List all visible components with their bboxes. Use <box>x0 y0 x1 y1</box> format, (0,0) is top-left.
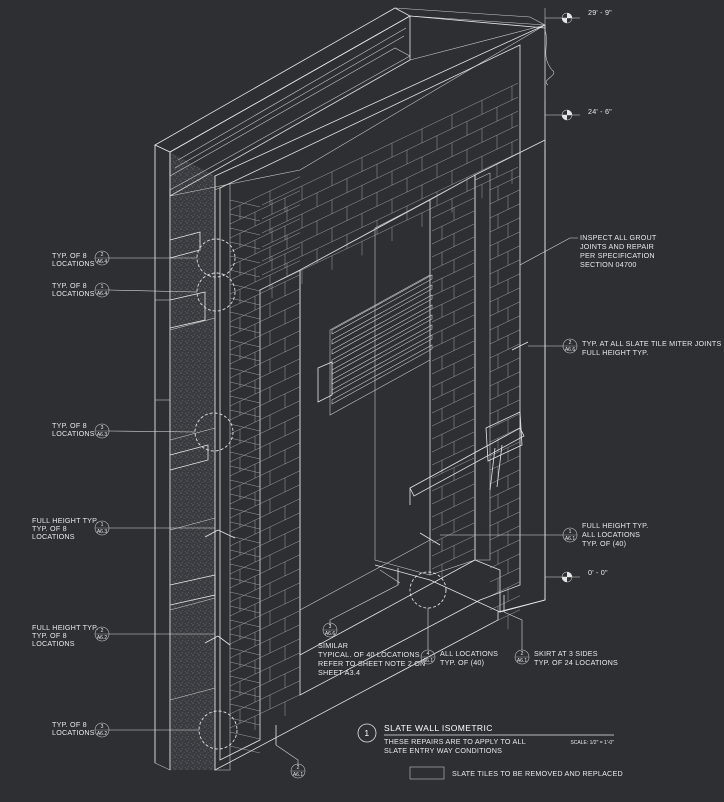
skirt-line1: SKIRT AT 3 SIDES <box>534 649 598 658</box>
callout-1-line1: TYP. OF 8 <box>52 251 87 260</box>
skirt-num: 2 <box>521 651 524 657</box>
callout-4-line1: FULL HEIGHT TYP. <box>32 516 98 525</box>
left-callouts: TYP. OF 8 LOCATIONS 2 A6.4 TYP. OF 8 LOC… <box>32 250 215 738</box>
louver-fixture <box>317 274 433 416</box>
callout-2-line2: LOCATIONS <box>52 289 95 298</box>
callout-6-line1: TYP. OF 8 <box>52 720 87 729</box>
legend-text: SLATE TILES TO BE REMOVED AND REPLACED <box>452 769 623 778</box>
callout-6-num: 3 <box>101 724 104 730</box>
callout-3-line2: LOCATIONS <box>52 429 95 438</box>
all-loc-sheet: A6.1 <box>423 658 434 664</box>
left-edge-details <box>155 231 216 701</box>
callout-5-sheet: A6.2 <box>97 635 108 641</box>
elevation-markers: 29' - 9" 24' - 6" 0' - 0" <box>544 8 612 583</box>
callout-4-line3: LOCATIONS <box>32 532 75 541</box>
callout-5-line3: LOCATIONS <box>32 639 75 648</box>
slate-tile-courses <box>229 82 521 754</box>
similar-sheet: A6.6 <box>325 631 336 637</box>
grout-note-line2: JOINTS AND REPAIR <box>580 242 654 251</box>
elevation-top-label: 29' - 9" <box>588 8 612 17</box>
grout-note-line3: PER SPECIFICATION <box>580 251 655 260</box>
joint-ticks <box>204 341 529 745</box>
all-loc-line2: TYP. OF (40) <box>440 658 484 667</box>
bottom-tag-sheet: A6.1 <box>293 772 304 778</box>
right-notes: INSPECT ALL GROUT JOINTS AND REPAIR PER … <box>440 233 721 548</box>
similar-num: 3 <box>329 624 332 630</box>
callout-3-num: 3 <box>101 425 104 431</box>
bottom-callouts: 3 A6.6 SIMILAR TYPICAL. OF 40 LOCATIONS … <box>275 584 618 779</box>
detail-circles <box>194 238 447 750</box>
miter-sheet: A6.6 <box>565 347 576 353</box>
callout-2-line1: TYP. OF 8 <box>52 281 87 290</box>
callout-3-sheet: A6.3 <box>97 432 108 438</box>
legend: SLATE TILES TO BE REMOVED AND REPLACED <box>409 766 623 780</box>
callout-1-num: 2 <box>101 252 104 258</box>
fh-right-num: 1 <box>569 529 572 535</box>
title-number: 1 <box>364 728 369 738</box>
all-loc-line1: ALL LOCATIONS <box>440 649 498 658</box>
callout-1-line2: LOCATIONS <box>52 259 95 268</box>
fh-right-line3: TYP. OF (40) <box>582 539 626 548</box>
callout-5-line2: TYP. OF 8 <box>32 631 67 640</box>
similar-line2: TYPICAL. OF 40 LOCATIONS <box>318 650 420 659</box>
title-block: 1 SLATE WALL ISOMETRIC THESE REPAIRS ARE… <box>357 723 614 755</box>
callout-5-line1: FULL HEIGHT TYP. <box>32 623 98 632</box>
fh-right-sheet: A6.1 <box>565 536 576 542</box>
elevation-zero-label: 0' - 0" <box>588 568 608 577</box>
fh-right-line2: ALL LOCATIONS <box>582 530 640 539</box>
replacement-zones <box>214 172 491 771</box>
similar-line1: SIMILAR <box>318 641 348 650</box>
callout-2-num: 1 <box>101 284 104 290</box>
similar-line3: REFER TO SHEET NOTE 2 ON <box>318 659 425 668</box>
callout-4-num: 1 <box>101 522 104 528</box>
title-scale: SCALE: 1/2" = 1'-0" <box>570 740 614 746</box>
miter-num: 2 <box>569 340 572 346</box>
callout-3-line1: TYP. OF 8 <box>52 421 87 430</box>
callout-6-line2: LOCATIONS <box>52 728 95 737</box>
grout-note-line4: SECTION 04700 <box>580 260 637 269</box>
fh-right-line1: FULL HEIGHT TYP. <box>582 521 648 530</box>
callout-4-line2: TYP. OF 8 <box>32 524 67 533</box>
callout-6-sheet: A6.2 <box>97 731 108 737</box>
skirt-line2: TYP. OF 24 LOCATIONS <box>534 658 618 667</box>
title-text: SLATE WALL ISOMETRIC <box>384 723 493 733</box>
callout-5-num: 2 <box>101 628 104 634</box>
bottom-tag-num: 2 <box>297 765 300 771</box>
miter-note: TYP. AT ALL SLATE TILE MITER JOINTS <box>582 339 721 348</box>
callout-2-sheet: A6.4 <box>97 291 108 297</box>
similar-line4: SHEET A3.4 <box>318 668 360 677</box>
callout-1-sheet: A6.4 <box>97 259 108 265</box>
miter-note-2: FULL HEIGHT TYP. <box>582 348 648 357</box>
title-sub2: SLATE ENTRY WAY CONDITIONS <box>384 746 502 755</box>
skirt-sheet: A6.1 <box>517 658 528 664</box>
all-loc-num: 4 <box>427 651 430 657</box>
title-sub1: THESE REPAIRS ARE TO APPLY TO ALL <box>384 737 526 746</box>
elevation-mid-label: 24' - 6" <box>588 107 612 116</box>
right-bracket <box>409 411 525 505</box>
callout-4-sheet: A6.3 <box>97 529 108 535</box>
legend-swatch <box>409 766 445 780</box>
grout-note-line1: INSPECT ALL GROUT <box>580 233 657 242</box>
